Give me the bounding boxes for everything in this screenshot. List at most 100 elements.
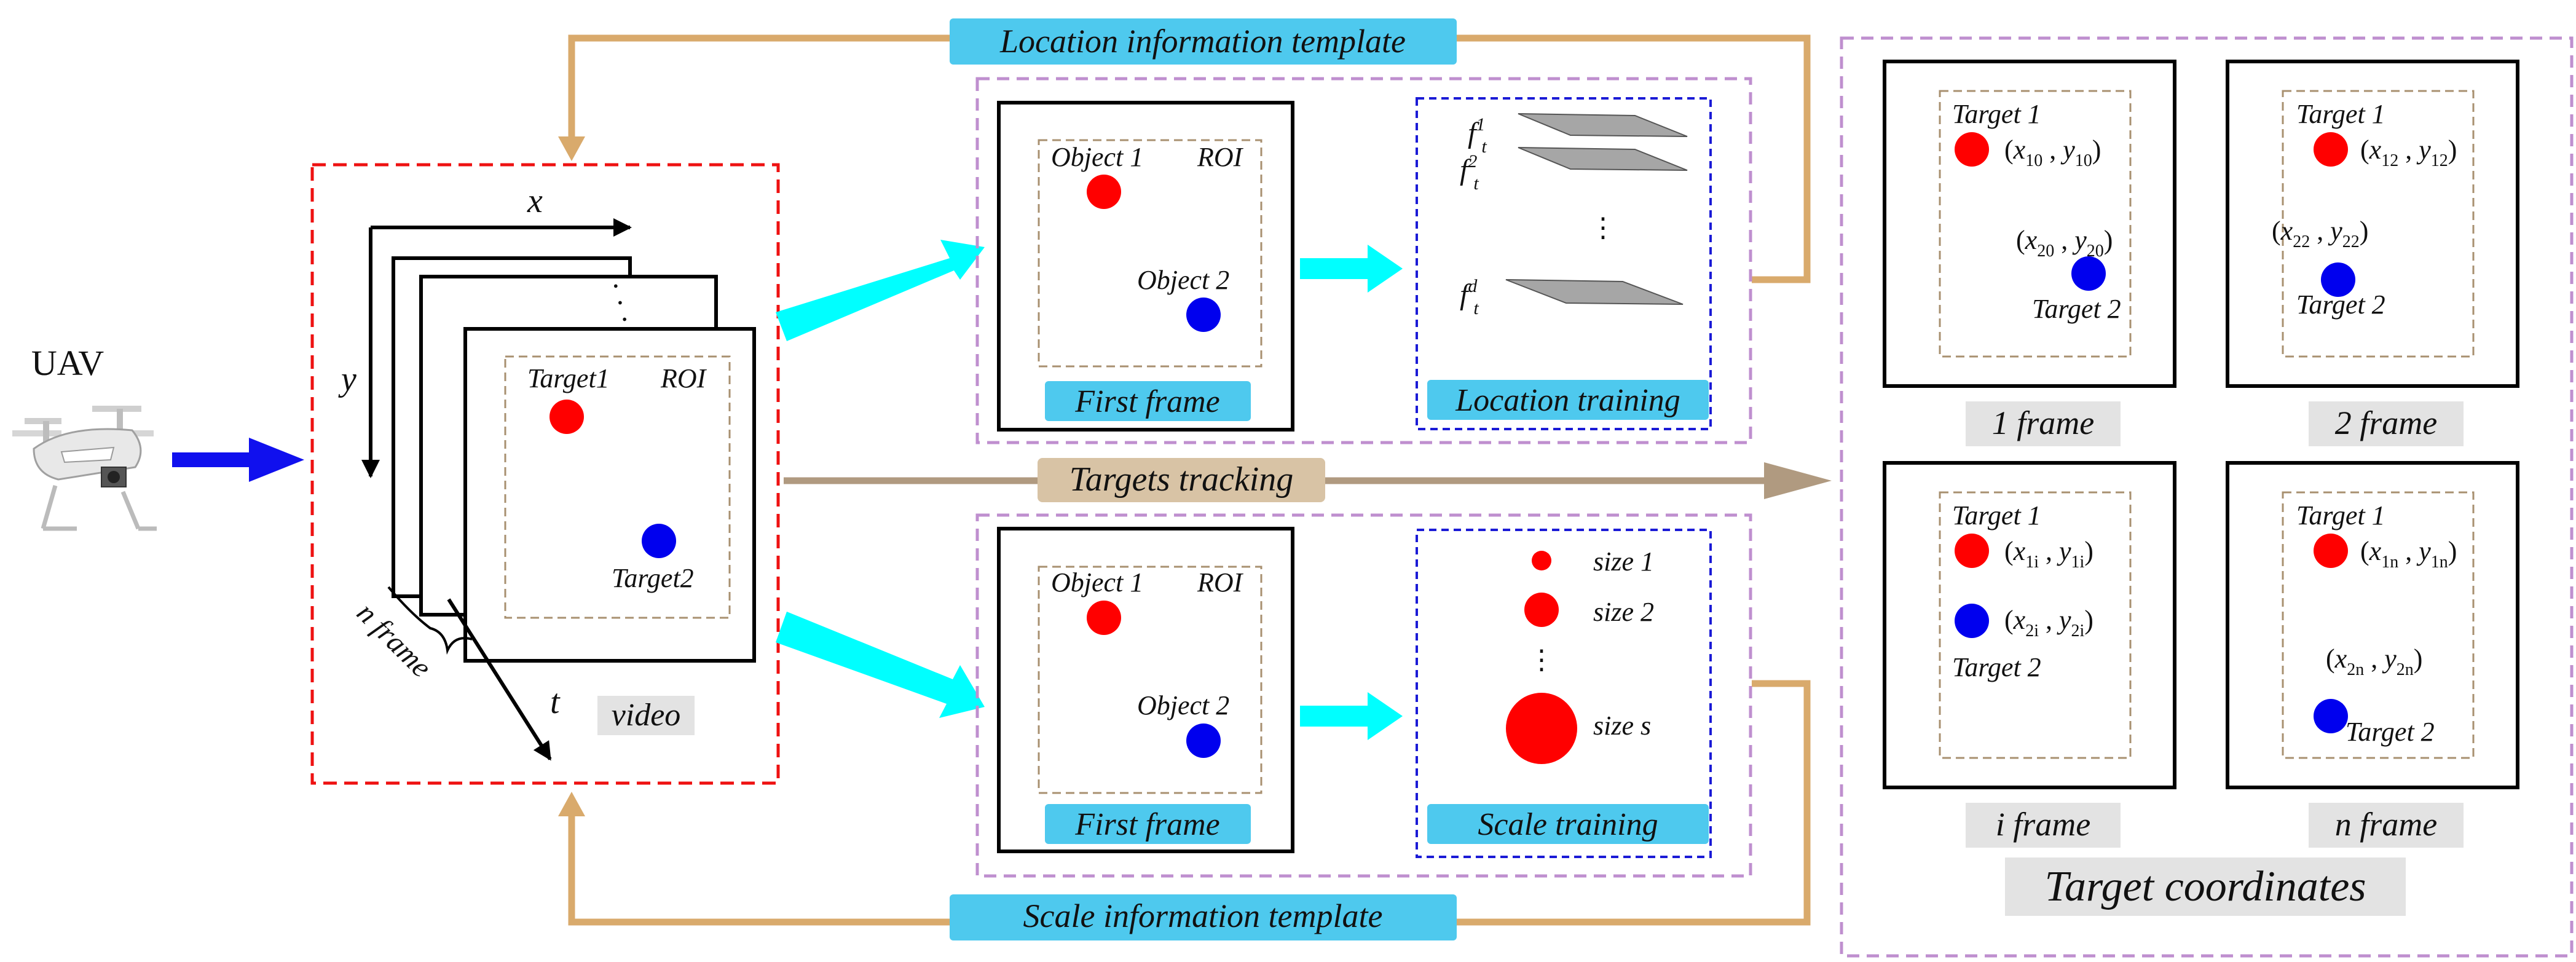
video-to-location-arrow bbox=[776, 240, 985, 341]
video-label-box bbox=[597, 696, 695, 735]
location-training-box bbox=[1427, 380, 1709, 420]
video-label: video bbox=[612, 698, 681, 733]
size-ellipsis: ⋮ bbox=[1528, 645, 1555, 675]
target2-coordinate: (x2i , y2i) bbox=[2004, 605, 2093, 641]
result-frame-4: Target 1(x1n , y1n)(x2n , y2n)Target 2n … bbox=[2226, 461, 2519, 848]
n-frame-brace bbox=[387, 586, 473, 655]
scale-template-label: Scale information template bbox=[1023, 897, 1383, 934]
target2-label: Target 2 bbox=[1952, 652, 2041, 682]
location-first-frame-label: First frame bbox=[1074, 384, 1219, 419]
result-frames: Target 1 (x10 , y10) (x20 , y20) Target 2 1 … bbox=[1883, 60, 2519, 848]
size1-label: size 1 bbox=[1593, 546, 1654, 577]
uav-label: UAV bbox=[31, 343, 104, 383]
video-target2-dot bbox=[642, 524, 676, 558]
target2-dot bbox=[2071, 256, 2106, 291]
uav-drone-icon bbox=[12, 406, 157, 531]
t-axis-arrow bbox=[447, 598, 552, 761]
location-template-loop bbox=[568, 34, 1811, 283]
scale-training-label: Scale training bbox=[1478, 807, 1658, 842]
scale-training-border bbox=[1416, 529, 1712, 858]
scale-first-frame bbox=[997, 527, 1294, 853]
frame-caption-box bbox=[1966, 803, 2121, 848]
target1-dot bbox=[2314, 132, 2348, 167]
size2-dot bbox=[1524, 593, 1559, 627]
target2-dot bbox=[2314, 699, 2348, 733]
size1-dot bbox=[1532, 551, 1551, 570]
target1-label: Target 1 bbox=[1952, 500, 2041, 530]
target1-dot bbox=[2314, 534, 2348, 568]
frame-caption-box bbox=[2309, 401, 2464, 446]
video-target1-label: Target1 bbox=[527, 363, 610, 393]
target1-coordinate: (x10 , y10) bbox=[2004, 135, 2101, 170]
frame-roi bbox=[2282, 90, 2475, 358]
target2-coordinate: (x20 , y20) bbox=[2016, 225, 2113, 261]
targets-tracking-arrowhead bbox=[1764, 462, 1832, 499]
size2-label: size 2 bbox=[1593, 597, 1654, 627]
frame-roi bbox=[2282, 491, 2475, 759]
scale-loop-arrowhead bbox=[558, 792, 585, 816]
scale-object1-label: Object 1 bbox=[1051, 567, 1143, 597]
target1-label: Target 1 bbox=[2296, 500, 2385, 530]
target1-label: Target 1 bbox=[2296, 99, 2385, 129]
target1-coordinate: (x12 , y12) bbox=[2360, 135, 2457, 170]
uav-to-video-arrow bbox=[172, 438, 304, 482]
location-object1-dot bbox=[1087, 175, 1121, 209]
frame-caption: 2 frame bbox=[2335, 404, 2437, 441]
frame-border bbox=[1883, 461, 2176, 789]
scale-object2-dot bbox=[1186, 723, 1221, 758]
scale-panel-border bbox=[975, 513, 1752, 878]
result-frame-2: Target 1(x12 , y12)(x22 , y22)Target 22 … bbox=[2226, 60, 2519, 446]
sizes-dot bbox=[1506, 693, 1577, 764]
scale-object1-dot bbox=[1087, 601, 1121, 635]
frame-border bbox=[1883, 60, 2176, 388]
frame-border bbox=[2226, 461, 2519, 789]
frame-stack bbox=[392, 256, 756, 663]
scale-roi bbox=[1038, 566, 1262, 794]
location-training-label: Location training bbox=[1455, 383, 1680, 418]
targets-tracking-box bbox=[1038, 458, 1325, 502]
video-to-scale-arrow bbox=[776, 612, 985, 718]
location-first-frame-box bbox=[1045, 381, 1251, 421]
location-inner-arrow bbox=[1300, 245, 1403, 293]
t-axis-label: t bbox=[550, 683, 561, 721]
frame-caption: i frame bbox=[1996, 806, 2091, 843]
target2-label: Target 2 bbox=[2032, 294, 2121, 324]
target2-dot bbox=[1955, 604, 1989, 638]
location-loop-arrowhead bbox=[558, 136, 585, 161]
target1-label: Target 1 bbox=[1952, 99, 2041, 129]
target-coordinates-border bbox=[1840, 36, 2574, 958]
video-roi bbox=[504, 355, 731, 619]
scale-training-box bbox=[1427, 804, 1709, 844]
target2-dot bbox=[2321, 262, 2355, 297]
sizes-label: size s bbox=[1593, 711, 1651, 741]
result-frame-3: Target 1(x1i , y1i)(x2i , y2i)Target 2i … bbox=[1883, 461, 2176, 848]
frame-caption-box bbox=[2309, 803, 2464, 848]
video-target2-label: Target2 bbox=[612, 563, 694, 593]
target2-coordinate: (x22 , y22) bbox=[2272, 216, 2368, 251]
scale-template-box bbox=[950, 894, 1457, 940]
location-first-frame bbox=[997, 101, 1294, 432]
frame-caption: n frame bbox=[2335, 806, 2437, 843]
location-template-box bbox=[950, 18, 1457, 65]
scale-inner-arrow bbox=[1300, 692, 1403, 740]
video-target1-dot bbox=[549, 400, 584, 434]
feature-layers bbox=[1505, 113, 1688, 305]
video-panel-border bbox=[310, 163, 780, 785]
scale-object2-label: Object 2 bbox=[1137, 690, 1229, 720]
location-object2-label: Object 2 bbox=[1137, 265, 1229, 295]
result-frame-1: Target 1 (x10 , y10) (x20 , y20) Target 2 1 … bbox=[1883, 60, 2176, 446]
targets-tracking-label: Targets tracking bbox=[1069, 460, 1294, 499]
location-object1-label: Object 1 bbox=[1051, 142, 1143, 172]
frame-caption: 1 frame bbox=[1992, 404, 2094, 441]
target1-dot bbox=[1955, 534, 1989, 568]
y-axis-label: y bbox=[338, 360, 356, 398]
scale-template-loop bbox=[568, 680, 1811, 926]
scale-first-frame-box bbox=[1045, 804, 1251, 844]
target2-coordinate: (x2n , y2n) bbox=[2326, 644, 2422, 679]
scale-first-frame-label: First frame bbox=[1074, 807, 1219, 842]
location-roi bbox=[1038, 139, 1262, 368]
location-panel-border bbox=[975, 77, 1752, 444]
